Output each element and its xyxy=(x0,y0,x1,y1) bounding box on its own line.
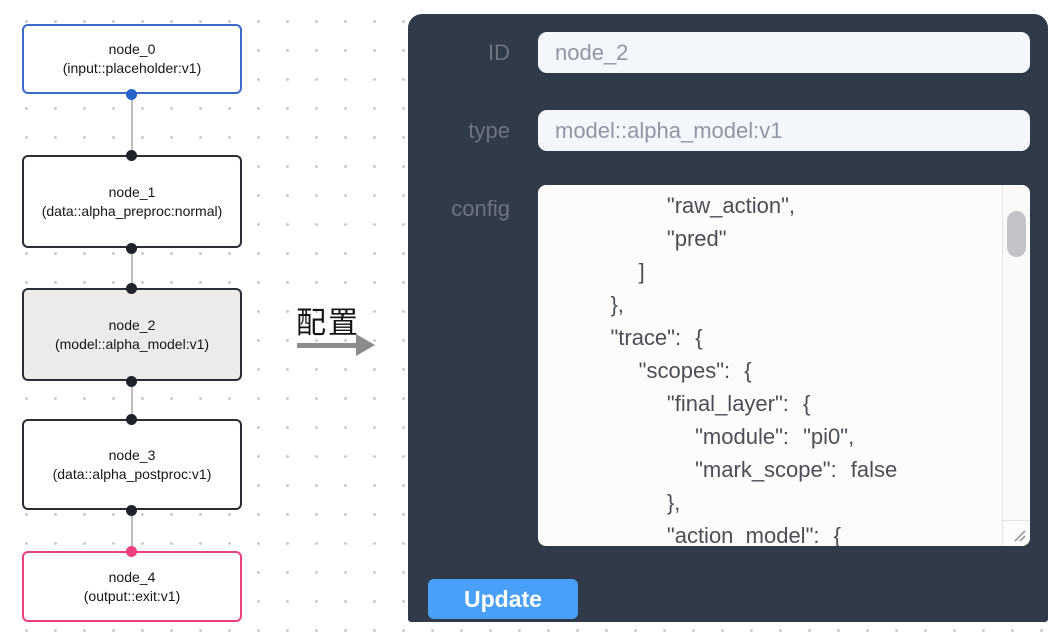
config-textarea[interactable]: "raw_action", "pred" ] }, "trace": { "sc… xyxy=(538,185,1030,546)
port-node3-top[interactable] xyxy=(126,414,137,425)
node-title: node_3 xyxy=(108,446,156,463)
flow-node-node1[interactable]: node_1 (data::alpha_preproc:normal) xyxy=(22,155,242,248)
type-input[interactable] xyxy=(538,110,1030,151)
flow-node-node0[interactable]: node_0 (input::placeholder:v1) xyxy=(22,24,242,94)
resize-grip-icon[interactable] xyxy=(1011,527,1027,543)
right-arrow-head-icon xyxy=(356,334,375,356)
flow-node-node2-selected[interactable]: node_2 (model::alpha_model:v1) xyxy=(22,288,242,381)
port-node1-bottom[interactable] xyxy=(126,243,137,254)
port-node3-bottom[interactable] xyxy=(126,505,137,516)
node-subtitle: (output::exit:v1) xyxy=(83,587,181,604)
port-node4-top[interactable] xyxy=(126,546,137,557)
edge-node3-node4 xyxy=(131,510,133,551)
port-node2-top[interactable] xyxy=(126,283,137,294)
node-title: node_4 xyxy=(108,568,156,585)
update-button[interactable]: Update xyxy=(428,579,578,619)
right-arrow-icon xyxy=(297,343,357,348)
node-subtitle: (data::alpha_preproc:normal) xyxy=(41,202,223,219)
config-json-text: "raw_action", "pred" ] }, "trace": { "sc… xyxy=(610,193,898,546)
node-config-panel: ID type config "raw_action", "pred" ] },… xyxy=(408,14,1048,622)
node-title: node_2 xyxy=(108,316,156,333)
configure-annotation-label: 配置 xyxy=(296,307,360,340)
type-field-label: type xyxy=(468,118,510,143)
id-input[interactable] xyxy=(538,32,1030,73)
flow-node-node3[interactable]: node_3 (data::alpha_postproc:v1) xyxy=(22,419,242,510)
edge-node1-node2 xyxy=(131,248,133,288)
edge-node0-node1 xyxy=(131,94,133,155)
config-scrollbar-thumb[interactable] xyxy=(1007,211,1026,257)
port-node0-bottom[interactable] xyxy=(126,89,137,100)
node-title: node_1 xyxy=(108,183,156,200)
node-title: node_0 xyxy=(108,41,156,57)
flow-node-node4[interactable]: node_4 (output::exit:v1) xyxy=(22,551,242,622)
config-scrollbar-corner xyxy=(1002,520,1030,546)
port-node1-top[interactable] xyxy=(126,150,137,161)
node-subtitle: (model::alpha_model:v1) xyxy=(54,335,210,352)
port-node2-bottom[interactable] xyxy=(126,376,137,387)
node-subtitle: (data::alpha_postproc:v1) xyxy=(52,465,212,482)
edge-node2-node3 xyxy=(131,381,133,419)
id-field-label: ID xyxy=(488,40,510,65)
config-field-label: config xyxy=(451,196,510,221)
node-subtitle: (input::placeholder:v1) xyxy=(62,60,202,76)
config-scrollbar-track[interactable] xyxy=(1002,185,1030,520)
